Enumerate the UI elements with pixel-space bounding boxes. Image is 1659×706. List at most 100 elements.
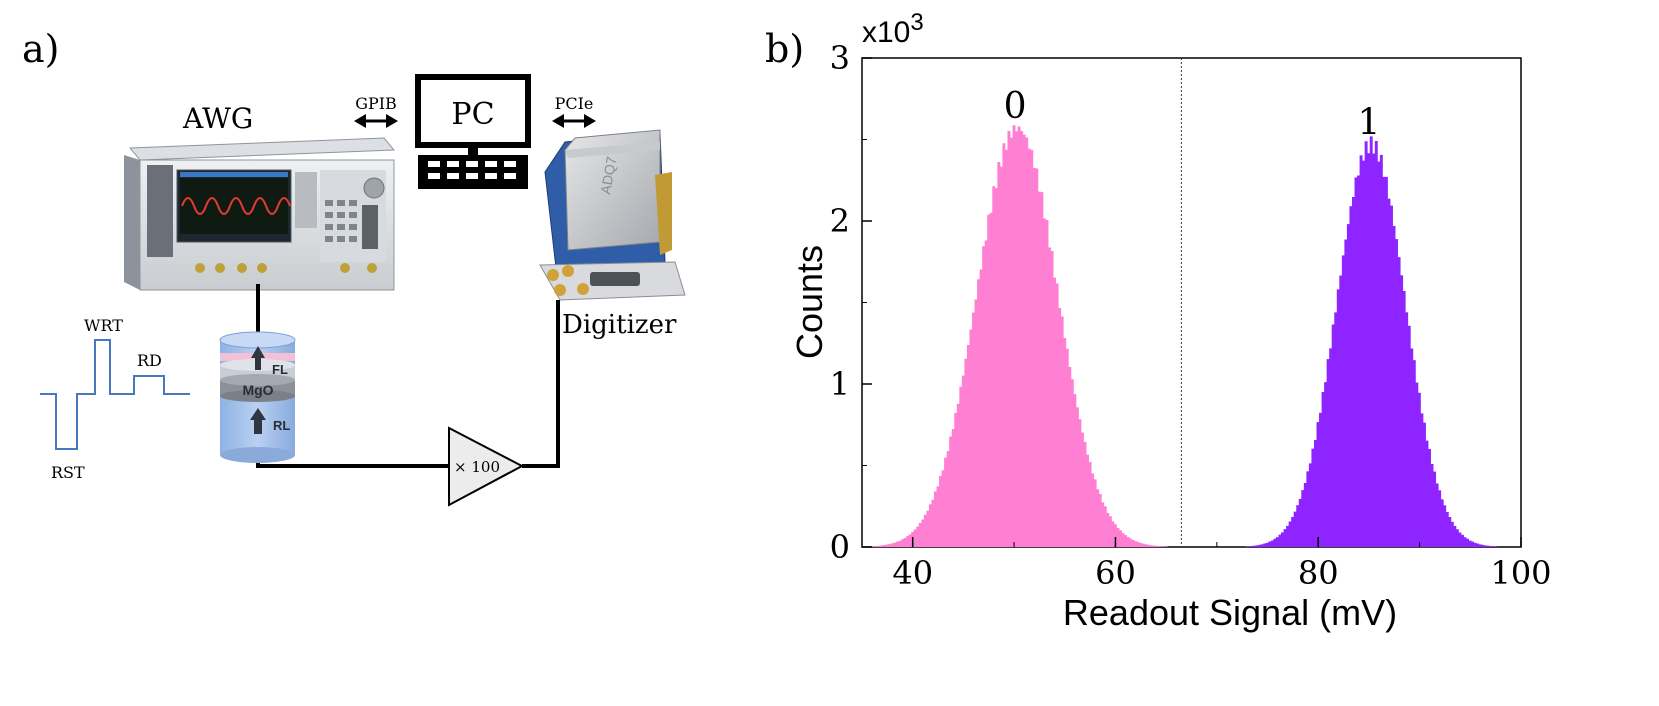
histogram-bar [893, 542, 897, 547]
histogram-bar [1471, 541, 1475, 547]
histogram-bar [1119, 530, 1122, 547]
y-tick-label: 2 [830, 202, 850, 240]
histogram-bar [1111, 521, 1115, 547]
histogram-bar [1433, 471, 1437, 547]
histogram-bar [1088, 461, 1092, 547]
y-tick-label: 1 [830, 365, 850, 403]
histogram-bar [954, 412, 958, 547]
histogram-bar [1025, 137, 1029, 547]
histogram-bar [1154, 545, 1158, 547]
histogram-bar [1022, 134, 1026, 547]
histogram-bar [1017, 126, 1021, 548]
histogram-bar [1443, 505, 1447, 547]
pulse-label-wrt: WRT [84, 316, 123, 335]
histogram-bar [941, 470, 945, 547]
histogram-bar [1341, 255, 1345, 547]
y-tick-label: 0 [830, 528, 850, 566]
histogram-bar [994, 188, 998, 547]
histogram-bar [873, 546, 877, 547]
histogram-bar [880, 545, 884, 547]
histogram-bar [1382, 176, 1386, 547]
histogram-bar [1086, 454, 1089, 547]
histogram-bar [1372, 153, 1376, 547]
amplifier-label: × 100 [454, 458, 500, 476]
histogram-bar [944, 457, 948, 547]
histogram-bar [1412, 360, 1416, 547]
histogram-bar [1493, 546, 1497, 547]
gpib-label: GPIB [355, 94, 397, 113]
histogram-bar [1417, 392, 1421, 547]
histogram-bar [1311, 448, 1315, 547]
histogram-bar [1159, 546, 1163, 547]
histogram-bar [1319, 412, 1322, 547]
histogram-bar [1428, 449, 1431, 547]
histogram-bar [984, 240, 988, 547]
histogram-bar [1283, 529, 1287, 547]
histogram-bar [1407, 325, 1411, 547]
histogram-bar [1093, 479, 1097, 547]
histogram-bar [1060, 316, 1064, 547]
histogram-bar [946, 451, 950, 547]
histogram-bar [1466, 538, 1469, 547]
histogram-bar [1098, 494, 1102, 547]
series-0 [868, 125, 1168, 548]
mtj-layer-rl: RL [273, 418, 290, 433]
histogram-bar [923, 514, 927, 547]
histogram-bar [903, 538, 907, 547]
series-1 [1245, 136, 1497, 548]
peak-label-0: 0 [1004, 86, 1027, 127]
histogram-bar [1136, 542, 1140, 547]
mtj-layer-mgo: MgO [242, 382, 273, 398]
histogram-bar [936, 486, 940, 547]
histogram-bar [1141, 543, 1145, 547]
histogram-bar [888, 544, 892, 547]
histogram-bar [883, 545, 887, 547]
histogram-bar [1045, 220, 1049, 547]
histogram-bar [1286, 525, 1290, 547]
histogram-bar [1162, 546, 1166, 547]
histogram-bar [1422, 422, 1426, 547]
amplifier: × 100 [448, 426, 525, 507]
histogram-bar [1440, 499, 1444, 547]
histogram-bar [1030, 149, 1034, 547]
pcie-link: PCIe [552, 94, 596, 128]
histogram-bar [1281, 532, 1284, 547]
histogram-bar [939, 475, 942, 547]
histogram-bar [1063, 338, 1067, 547]
histogram-bar [1116, 527, 1120, 547]
histogram-bar [1326, 359, 1330, 547]
histogram-bar [898, 540, 902, 547]
mtj-device: FL MgO RL [219, 331, 296, 463]
histogram-bar [1359, 155, 1363, 548]
histogram-bar [878, 545, 882, 547]
histogram-bar [1050, 250, 1054, 547]
histogram-bar [1425, 440, 1429, 547]
histogram-bar [1134, 541, 1138, 547]
up-arrow-icon [251, 346, 265, 370]
wiring [256, 284, 560, 468]
histogram-bar [969, 329, 973, 547]
histogram-bar [1073, 394, 1077, 547]
histogram-bar [906, 536, 910, 547]
histogram-bar [1313, 440, 1317, 547]
histogram-bar [1055, 283, 1059, 547]
histogram-bar [928, 504, 932, 547]
histogram-bar [1476, 543, 1480, 547]
histogram-bar [1362, 160, 1366, 547]
histogram-bar [1483, 545, 1487, 547]
histogram-bar [961, 375, 965, 547]
histogram-bar [949, 436, 953, 547]
histogram-bar [1083, 441, 1087, 547]
histogram-bar [1473, 542, 1477, 547]
x-tick-label: 60 [1095, 554, 1136, 592]
histogram-bar [1329, 348, 1333, 547]
pc-label: PC [451, 97, 494, 132]
histogram-bar [1273, 538, 1277, 547]
histogram-bar [1369, 136, 1373, 547]
histogram-bar [1106, 512, 1110, 547]
histogram-bar [1091, 473, 1095, 547]
